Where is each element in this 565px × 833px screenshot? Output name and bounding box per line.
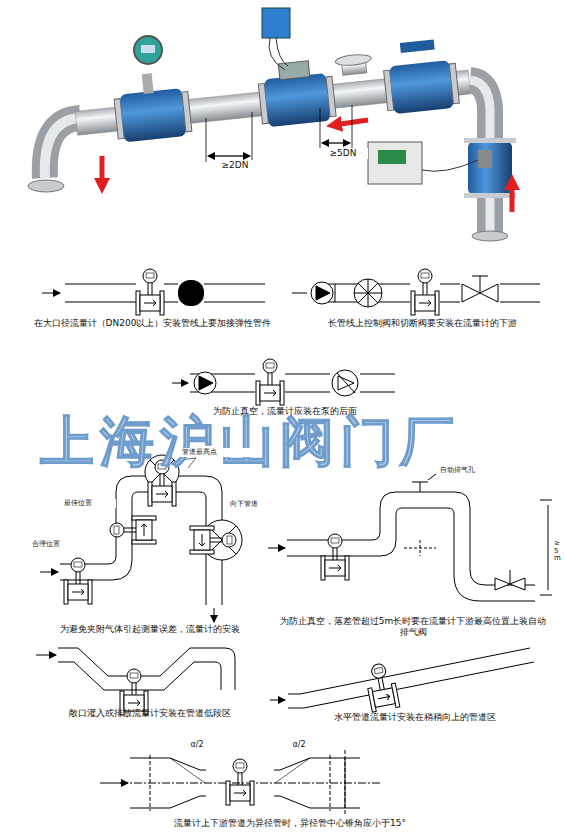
part-label: 自动排气孔	[438, 466, 502, 475]
caption: 流量计上下游管道为异径管时，异径管中心锥角应小于15°	[80, 818, 500, 829]
dimension: ≥5m	[552, 540, 563, 563]
caption: 敞口灌入或排放流量计安装在管道低段区	[30, 708, 270, 719]
caption: 为防止真空，落差管超过5m长时要在流量计下游最高位置上装自动排气阀	[278, 616, 548, 639]
part-label: 合理位置	[30, 540, 84, 549]
angle-label: α/2	[282, 740, 316, 750]
caption: 水平管道流量计安装在稍稍向上的管道区	[290, 712, 540, 723]
caption: 长管线上控制阀和切断阀要安装在流量计的下游	[295, 318, 550, 329]
caption: 在大口径流量计（DN200以上）安装管线上要加接弹性管件	[20, 318, 285, 329]
angle-label: α/2	[180, 740, 214, 750]
caption: 为避免夹附气体引起测量误差，流量计的安装	[30, 624, 270, 635]
part-label: 向下管道	[228, 500, 282, 509]
dimension: ≥5DN	[318, 148, 368, 159]
part-label: 最佳位置	[62, 499, 116, 508]
part-label: 管道最高点	[180, 448, 254, 457]
dimension: ≥2DN	[210, 160, 260, 171]
